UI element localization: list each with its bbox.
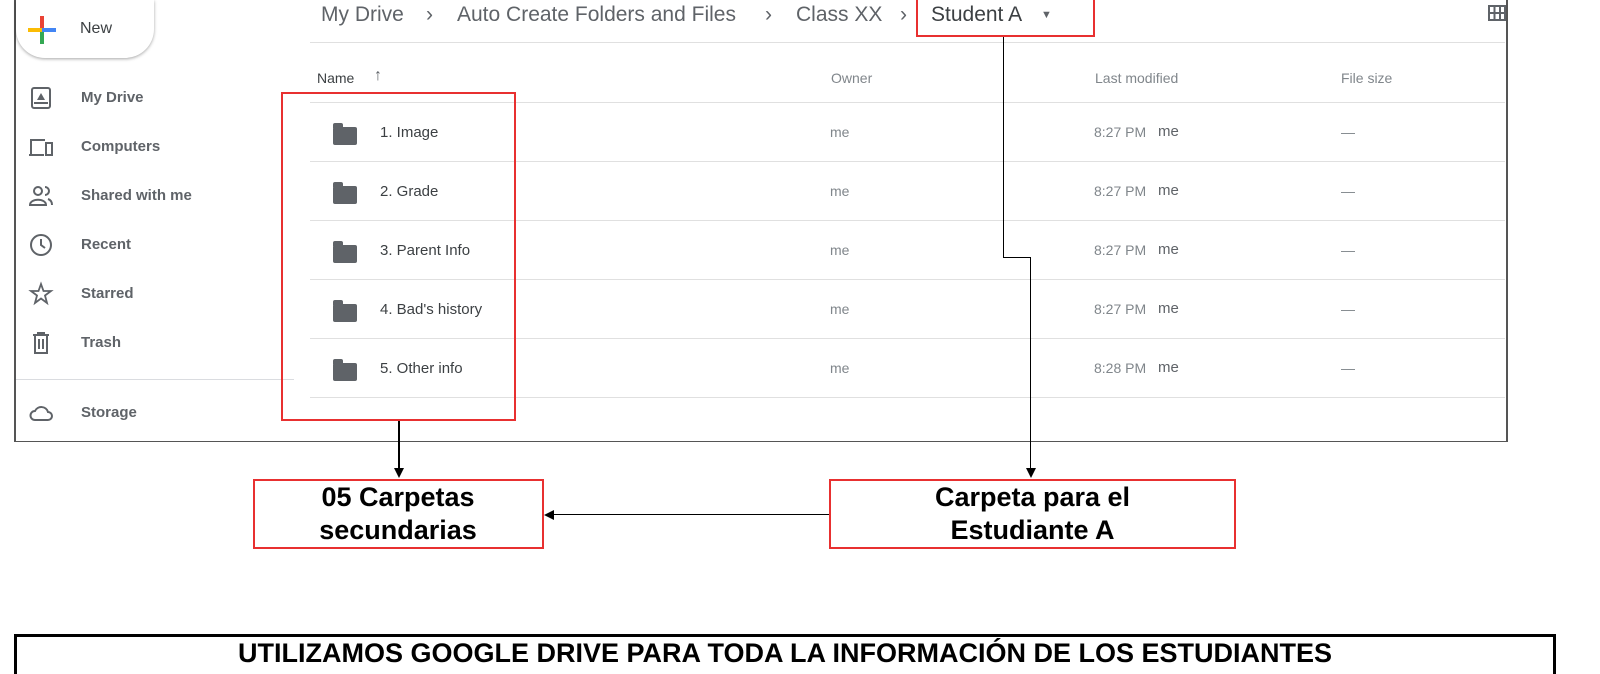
- chevron-right-icon: ›: [765, 3, 772, 26]
- connector-line: [1003, 37, 1004, 258]
- sidebar-item-label: Starred: [81, 285, 134, 302]
- clock-icon: [30, 234, 52, 256]
- modified-time: 8:27 PM: [1094, 124, 1147, 140]
- file-size: —: [1341, 301, 1355, 317]
- modified-by: me: [1158, 300, 1179, 317]
- sidebar-item-shared[interactable]: Shared with me: [24, 181, 284, 211]
- divider: [310, 102, 1505, 103]
- subfolders-label-box: [253, 479, 544, 549]
- owner: me: [830, 301, 850, 317]
- modified-by: me: [1158, 123, 1179, 140]
- sidebar-divider: [16, 379, 294, 380]
- folder-icon: [333, 241, 357, 263]
- sidebar-item-starred[interactable]: Starred: [24, 279, 284, 309]
- sidebar-item-label: Storage: [81, 404, 137, 421]
- sidebar-item-storage[interactable]: Storage: [24, 398, 284, 428]
- divider: [310, 338, 1505, 339]
- sidebar-item-label: Computers: [81, 138, 161, 155]
- folder-icon: [333, 359, 357, 381]
- student-folder-label-box: [829, 479, 1236, 549]
- star-icon: [28, 281, 54, 306]
- file-name[interactable]: 2. Grade: [380, 183, 439, 200]
- sidebar-item-my-drive[interactable]: My Drive: [24, 83, 284, 113]
- column-owner[interactable]: Owner: [831, 70, 873, 86]
- arrow-head: [394, 468, 404, 478]
- owner: me: [830, 360, 850, 376]
- column-file-size[interactable]: File size: [1341, 70, 1393, 86]
- modified-time: 8:27 PM: [1094, 183, 1147, 199]
- owner: me: [830, 183, 850, 199]
- student-folder-highlight: [916, 0, 1095, 37]
- arrow-head: [1026, 468, 1036, 478]
- file-size: —: [1341, 360, 1355, 376]
- student-folder-label: Carpeta para el Estudiante A: [934, 482, 1131, 545]
- breadcrumb-class[interactable]: Class XX: [796, 3, 883, 26]
- trash-icon: [33, 332, 49, 354]
- drive-screenshot: [14, 0, 1508, 442]
- owner: me: [830, 242, 850, 258]
- sidebar-item-recent[interactable]: Recent: [24, 230, 284, 260]
- banner: UTILIZAMOS GOOGLE DRIVE PARA TODA LA INF…: [14, 634, 1556, 674]
- cloud-icon: [29, 406, 53, 421]
- sort-arrow-up-icon[interactable]: ↑: [374, 67, 382, 84]
- chevron-right-icon: ›: [426, 3, 433, 26]
- file-size: —: [1341, 124, 1355, 140]
- connector-line: [1030, 257, 1031, 470]
- file-size: —: [1341, 242, 1355, 258]
- file-size: —: [1341, 183, 1355, 199]
- connector-line: [553, 514, 829, 515]
- sidebar-item-label: My Drive: [81, 89, 144, 106]
- file-name[interactable]: 3. Parent Info: [380, 242, 471, 259]
- subfolders-highlight: [281, 92, 516, 421]
- column-last-modified[interactable]: Last modified: [1095, 70, 1179, 86]
- connector-line: [1003, 257, 1031, 258]
- chevron-right-icon: ›: [900, 3, 907, 26]
- column-name[interactable]: Name: [317, 70, 355, 86]
- breadcrumb-auto-create[interactable]: Auto Create Folders and Files: [457, 3, 736, 26]
- file-name[interactable]: 1. Image: [380, 124, 439, 141]
- sidebar-item-computers[interactable]: Computers: [24, 132, 284, 162]
- computers-icon: [29, 139, 53, 156]
- subfolders-label: 05 Carpetas secundarias: [319, 482, 477, 545]
- file-name[interactable]: 5. Other info: [380, 360, 463, 377]
- folder-icon: [333, 182, 357, 204]
- connector-line: [398, 421, 400, 471]
- folder-icon: [333, 300, 357, 322]
- modified-time: 8:28 PM: [1094, 360, 1147, 376]
- sidebar-item-label: Trash: [81, 334, 122, 351]
- new-label: New: [80, 20, 113, 37]
- arrow-head: [544, 510, 554, 520]
- modified-by: me: [1158, 182, 1179, 199]
- modified-time: 8:27 PM: [1094, 301, 1147, 317]
- divider: [310, 42, 1505, 43]
- breadcrumb-my-drive[interactable]: My Drive: [321, 3, 404, 26]
- shared-icon: [28, 186, 53, 206]
- breadcrumb-current[interactable]: Student A: [931, 3, 1023, 26]
- owner: me: [830, 124, 850, 140]
- divider: [310, 397, 1505, 398]
- divider: [310, 161, 1505, 162]
- new-button[interactable]: New: [16, 0, 154, 58]
- grid-view-icon[interactable]: [1488, 5, 1506, 21]
- folder-icon: [333, 123, 357, 145]
- plus-icon: [28, 16, 56, 44]
- modified-by: me: [1158, 241, 1179, 258]
- divider: [310, 220, 1505, 221]
- divider: [310, 279, 1505, 280]
- sidebar-item-trash[interactable]: Trash: [24, 328, 284, 358]
- drive-icon: [31, 87, 51, 109]
- sidebar-item-label: Recent: [81, 236, 132, 253]
- file-name[interactable]: 4. Bad's history: [380, 301, 483, 318]
- modified-time: 8:27 PM: [1094, 242, 1147, 258]
- modified-by: me: [1158, 359, 1179, 376]
- caret-down-icon[interactable]: ▼: [1041, 9, 1052, 21]
- sidebar-item-label: Shared with me: [81, 187, 192, 204]
